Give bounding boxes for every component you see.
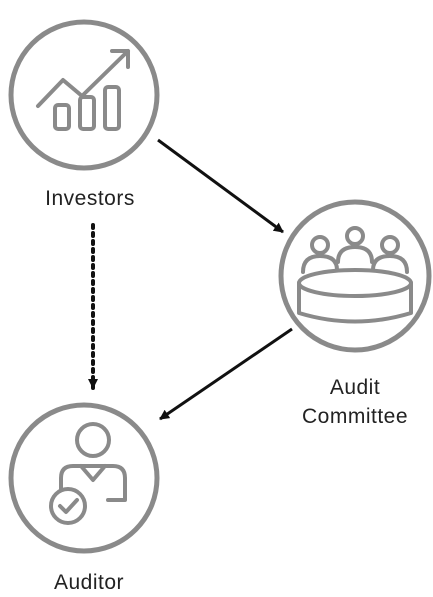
meeting-table-icon — [297, 226, 413, 324]
investors-label: Investors — [45, 187, 135, 210]
audit-committee-label-line2: Committee — [301, 405, 409, 428]
edge-audit-committee-to-auditor — [159, 327, 293, 421]
verified-person-icon — [49, 422, 127, 525]
auditor-label: Auditor — [53, 571, 125, 594]
node-auditor — [8, 402, 160, 554]
edge-investors-to-audit-committee — [157, 138, 284, 234]
auditor-circle — [8, 402, 160, 554]
growth-chart-icon — [36, 49, 130, 131]
node-audit-committee — [278, 199, 432, 353]
audit-committee-label-line1: Audit — [329, 376, 381, 399]
node-investors — [8, 19, 160, 171]
